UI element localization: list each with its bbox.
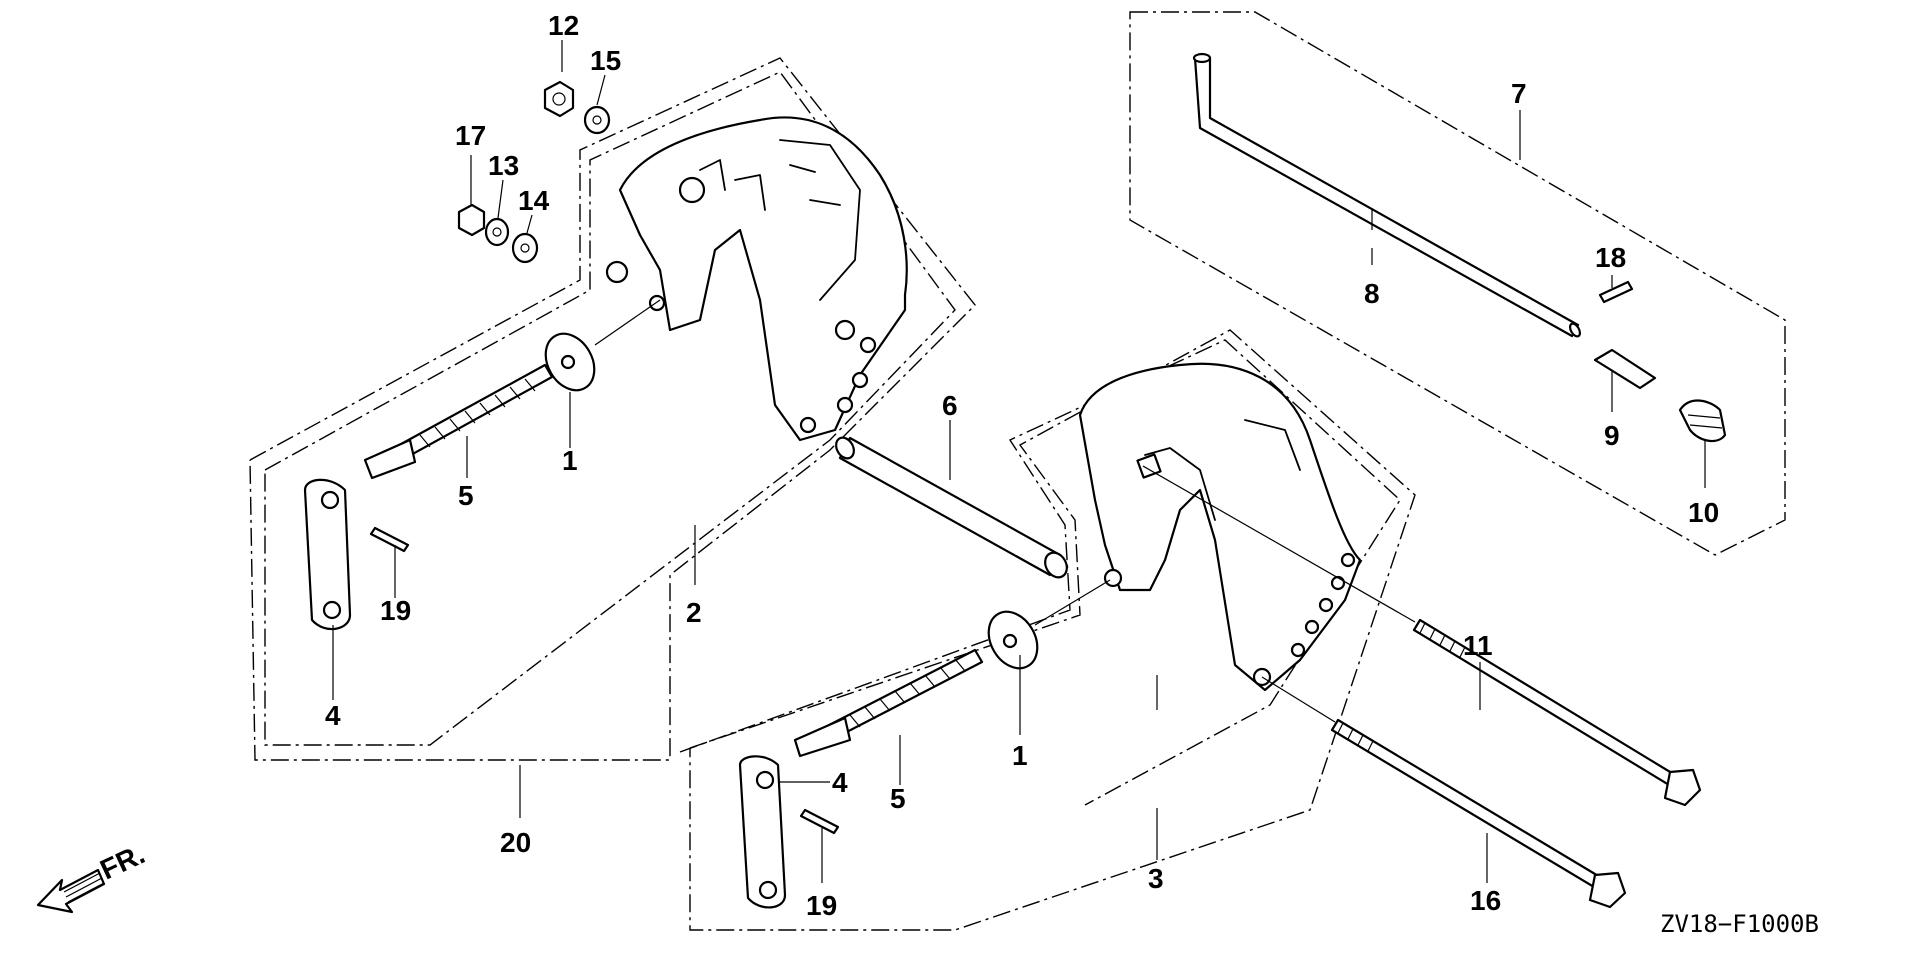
right-stern-bracket [1078,362,1362,692]
callout-numbers: 12 15 17 13 14 1 5 19 4 2 20 6 7 8 18 9 … [325,10,1719,921]
left-stern-bracket [605,116,908,442]
callout-8: 8 [1364,278,1380,309]
callout-5-left: 5 [458,480,474,511]
callout-7: 7 [1511,78,1527,109]
front-direction-arrow-icon: FR. [36,838,149,914]
leader-lines [332,40,1706,883]
callout-5-right: 5 [890,783,906,814]
outline-group-7 [1129,11,1786,556]
callout-3: 3 [1148,863,1164,894]
callout-6: 6 [942,390,958,421]
pins [369,280,1657,835]
callout-4-left: 4 [325,700,341,731]
callout-10: 10 [1688,497,1719,528]
distance-tube [835,436,1068,579]
callout-15: 15 [590,45,621,76]
callout-18: 18 [1595,242,1626,273]
tilt-rod [1192,52,1582,338]
callout-9: 9 [1604,420,1620,451]
callout-12: 12 [548,10,579,41]
assembly-outlines [249,11,1786,931]
callout-1-left: 1 [562,445,578,476]
clamp-screws [363,363,984,758]
callout-1-right: 1 [1012,740,1028,771]
outline-group-2 [264,71,956,746]
callout-16: 16 [1470,885,1501,916]
washers [544,299,1111,670]
callout-13: 13 [488,150,519,181]
callout-4-right: 4 [832,767,848,798]
clamp-plates [303,478,787,909]
callout-20: 20 [500,827,531,858]
nuts-and-washers [457,80,611,264]
callout-19-right: 19 [806,890,837,921]
callout-2: 2 [686,597,702,628]
direction-label: FR. [95,838,149,885]
callout-17: 17 [455,120,486,151]
outline-group-3 [689,329,1416,931]
diagram-code: ZV18−F1000B [1660,910,1819,938]
outline-group-20 [249,57,976,761]
callout-11: 11 [1463,630,1493,661]
callout-19-left: 19 [380,595,411,626]
spring [1678,399,1727,443]
callout-14: 14 [518,185,550,216]
